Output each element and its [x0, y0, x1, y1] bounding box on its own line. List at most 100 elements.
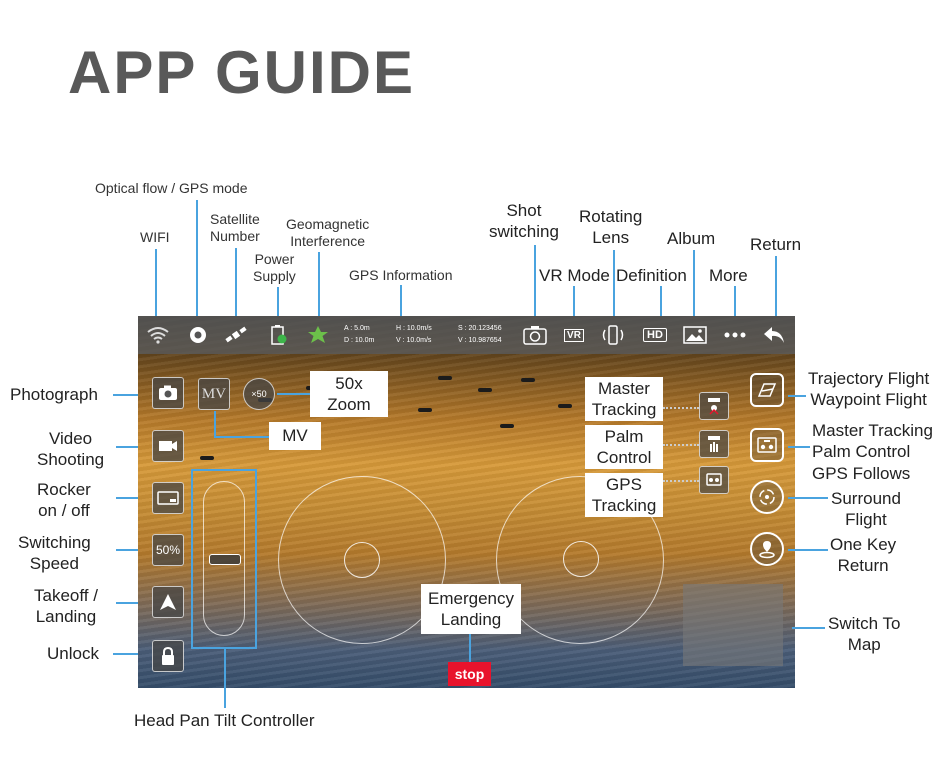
minimap[interactable] — [683, 584, 783, 666]
left-joystick-knob[interactable] — [344, 542, 380, 578]
leader-line — [155, 249, 157, 323]
label-satellite: Satellite Number — [210, 211, 260, 244]
callout-zoom: 50x Zoom — [310, 371, 388, 417]
camera-switch-icon[interactable] — [523, 323, 547, 347]
leader-line — [318, 252, 320, 318]
page-title: APP GUIDE — [68, 39, 415, 106]
gps-tracking-button[interactable] — [699, 466, 729, 494]
leader-line — [788, 446, 810, 448]
label-more: More — [709, 266, 748, 285]
label-one-key-return: One Key Return — [830, 535, 897, 576]
label-unlock: Unlock — [47, 644, 99, 663]
label-switch-to-map: Switch To Map — [828, 614, 901, 655]
leader-line — [277, 287, 279, 318]
leader-line — [663, 444, 699, 448]
leader-line — [663, 480, 699, 484]
master-tracking-button[interactable] — [699, 392, 729, 420]
boat — [500, 424, 514, 428]
leader-line — [573, 286, 575, 318]
mv-button[interactable]: MV — [198, 378, 230, 410]
label-video-shooting: Video Shooting — [37, 429, 105, 470]
return-icon[interactable] — [762, 323, 786, 347]
leader-line — [693, 250, 695, 318]
callout-master-tracking: Master Tracking — [585, 377, 663, 421]
label-shot-switching: Shot switching — [489, 201, 559, 242]
label-trajectory-waypoint: Trajectory Flight Waypoint Flight — [808, 369, 930, 410]
album-icon[interactable] — [683, 323, 707, 347]
label-vr-mode: VR Mode — [539, 266, 610, 285]
label-optical-flow: Optical flow / GPS mode — [95, 180, 248, 196]
leader-line — [113, 394, 153, 396]
boat — [521, 378, 535, 382]
unlock-button[interactable] — [152, 640, 184, 672]
label-master-palm-gps: Master Tracking Palm Control GPS Follows — [812, 421, 933, 483]
right-joystick[interactable] — [496, 476, 664, 644]
video-shooting-button[interactable] — [152, 430, 184, 462]
battery-icon — [266, 323, 290, 347]
leader-line — [196, 200, 198, 322]
zoom-button[interactable]: ×50 — [243, 378, 275, 410]
leader-line — [663, 407, 699, 411]
label-takeoff-landing: Takeoff / Landing — [34, 586, 98, 627]
callout-emergency-landing: Emergency Landing — [421, 584, 521, 634]
surround-flight-button[interactable] — [750, 480, 784, 514]
leader-line — [400, 285, 402, 318]
leader-line — [116, 602, 153, 604]
label-return: Return — [750, 235, 802, 254]
leader-line — [224, 648, 226, 708]
label-head-pan-tilt: Head Pan Tilt Controller — [134, 711, 315, 730]
label-power: Power Supply — [253, 251, 296, 284]
leader-line — [775, 256, 777, 318]
one-key-return-button[interactable] — [750, 532, 784, 566]
right-joystick-knob[interactable] — [563, 541, 599, 577]
label-rocker: Rocker on / off — [37, 480, 91, 521]
leader-line — [734, 286, 736, 318]
satellite-icon — [224, 323, 248, 347]
label-surround-flight: Surround Flight — [831, 489, 901, 530]
vr-mode-icon[interactable]: VR — [562, 323, 586, 347]
pan-tilt-track — [203, 481, 245, 636]
rocker-toggle-button[interactable] — [152, 482, 184, 514]
pan-tilt-slider[interactable] — [209, 554, 241, 565]
trajectory-flight-button[interactable] — [750, 373, 784, 407]
palm-control-button[interactable] — [699, 430, 729, 458]
rotating-lens-icon[interactable] — [601, 323, 625, 347]
label-album: Album — [667, 229, 716, 248]
head-pan-tilt-controller — [191, 469, 257, 649]
leader-line — [660, 286, 662, 318]
tracking-mode-button[interactable] — [750, 428, 784, 462]
leader-line — [235, 248, 237, 318]
leader-line — [788, 549, 828, 551]
left-joystick[interactable] — [278, 476, 446, 644]
label-wifi: WIFI — [140, 229, 170, 245]
label-switching-speed: Switching Speed — [18, 533, 91, 574]
leader-line — [469, 634, 471, 662]
boat — [478, 388, 492, 392]
leader-line — [214, 436, 269, 438]
emergency-stop-button[interactable]: stop — [448, 662, 491, 686]
optical-flow-icon[interactable] — [186, 323, 210, 347]
zoom-icon: ×50 — [251, 389, 267, 399]
photograph-button[interactable] — [152, 377, 184, 409]
geomagnetic-icon — [306, 323, 330, 347]
leader-line — [534, 245, 536, 318]
callout-mv: MV — [269, 422, 321, 450]
leader-line — [116, 497, 153, 499]
hd-definition-icon[interactable]: HD — [643, 323, 667, 347]
boat — [438, 376, 452, 380]
speed-switch-button[interactable]: 50% — [152, 534, 184, 566]
leader-line — [116, 549, 153, 551]
takeoff-landing-button[interactable] — [152, 586, 184, 618]
leader-line — [116, 446, 153, 448]
label-rotating-lens: Rotating Lens — [579, 207, 643, 248]
callout-gps-tracking: GPS Tracking — [585, 473, 663, 517]
leader-line — [113, 653, 153, 655]
more-icon[interactable] — [723, 323, 747, 347]
boat — [200, 456, 214, 460]
wifi-icon — [146, 323, 170, 347]
leader-line — [788, 395, 806, 397]
